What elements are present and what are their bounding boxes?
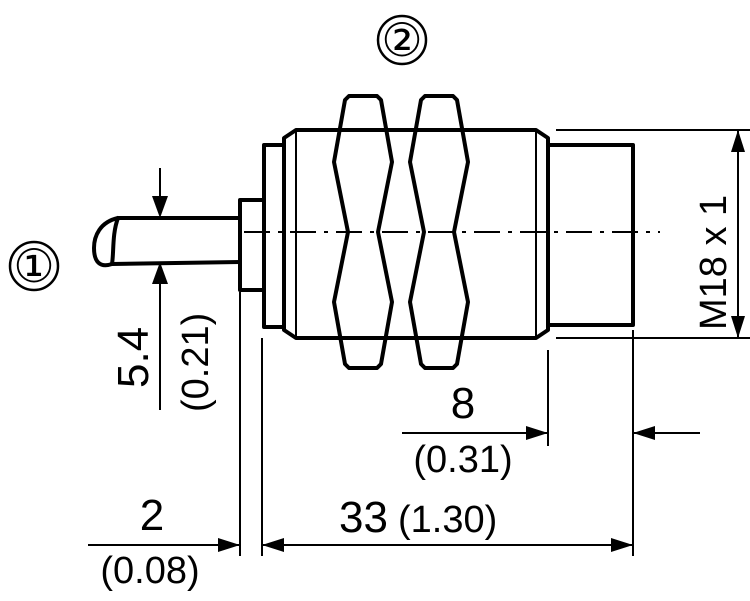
callout-nuts-label: ② bbox=[381, 14, 422, 66]
offset-mm: 2 bbox=[140, 491, 164, 540]
front-length-dimension-line bbox=[402, 426, 700, 440]
offset-inch: (0.08) bbox=[100, 550, 199, 592]
length-mm: 33 bbox=[339, 493, 388, 542]
cable bbox=[92, 216, 242, 268]
cable-diameter-labels: 5.4 bbox=[109, 327, 158, 388]
mounting-nuts bbox=[332, 94, 470, 370]
cable-diameter-inch-group: (0.21) bbox=[175, 313, 217, 412]
length-dimension-line bbox=[262, 538, 633, 552]
cable-diameter-inch: (0.21) bbox=[175, 313, 217, 412]
front-length-mm: 8 bbox=[451, 379, 475, 428]
thread-label: M18 x 1 bbox=[693, 195, 735, 330]
cable-diameter-dimension bbox=[152, 168, 168, 410]
callout-nuts: ② bbox=[376, 14, 428, 66]
cable-gland bbox=[238, 198, 266, 292]
thread-dimension-line bbox=[731, 130, 745, 338]
cable-diameter-mm: 5.4 bbox=[109, 327, 158, 388]
thread-label-group: M18 x 1 bbox=[693, 195, 735, 330]
callout-cable: ① bbox=[8, 240, 60, 292]
callout-cable-label: ① bbox=[13, 240, 54, 292]
sensor-housing bbox=[262, 128, 635, 340]
length-inch: (1.30) bbox=[398, 499, 497, 541]
front-length-inch: (0.31) bbox=[413, 439, 512, 481]
offset-dimension-line bbox=[88, 538, 240, 552]
extension-lines bbox=[239, 129, 750, 556]
